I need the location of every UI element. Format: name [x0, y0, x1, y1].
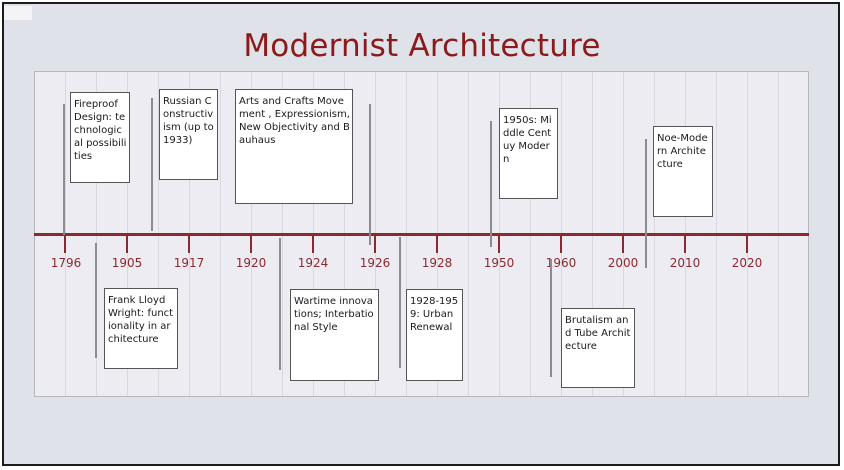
year-label: 2000	[607, 256, 639, 270]
timeline-axis	[34, 233, 809, 236]
event-box-mid-century-modern: 1950s: Middle Centuy Modern	[499, 108, 558, 199]
event-connector	[490, 121, 492, 247]
tick-1917	[188, 236, 190, 253]
event-connector	[399, 237, 401, 368]
tick-1928	[436, 236, 438, 253]
tick-1960	[560, 236, 562, 253]
event-box-fireproof-design: Fireproof Design: technological possibil…	[70, 92, 130, 183]
event-connector	[550, 259, 552, 377]
year-label: 1926	[359, 256, 391, 270]
event-connector	[645, 139, 647, 268]
event-connector	[279, 238, 281, 370]
tick-1905	[126, 236, 128, 253]
event-box-brutalism: Brutalism and Tube Architecture	[561, 308, 635, 388]
year-label: 1928	[421, 256, 453, 270]
year-label: 1950	[483, 256, 515, 270]
tick-1796	[64, 236, 66, 253]
year-label: 1796	[50, 256, 82, 270]
tick-1950	[498, 236, 500, 253]
tick-1924	[312, 236, 314, 253]
event-box-neo-modern: Noe-Modern Architecture	[653, 126, 713, 217]
year-label: 1917	[173, 256, 205, 270]
year-label: 1920	[235, 256, 267, 270]
corner-tab	[4, 6, 32, 20]
event-box-russian-constructivism: Russian Constructivism (up to 1933)	[159, 89, 218, 180]
event-connector	[63, 104, 65, 235]
event-box-wartime-innovations: Wartime innovations; Interbational Style	[290, 289, 379, 381]
year-label: 2010	[669, 256, 701, 270]
year-label: 1960	[545, 256, 577, 270]
year-label: 1905	[111, 256, 143, 270]
page-title: Modernist Architecture	[243, 28, 601, 64]
tick-1926	[374, 236, 376, 253]
event-connector	[151, 98, 153, 231]
event-connector	[95, 243, 97, 358]
event-box-frank-lloyd-wright: Frank Lloyd Wright: functionality in arc…	[104, 288, 178, 369]
tick-1920	[250, 236, 252, 253]
event-box-arts-and-crafts: Arts and Crafts Movement , Expressionism…	[235, 89, 353, 204]
tick-2000	[622, 236, 624, 253]
year-label: 2020	[731, 256, 763, 270]
event-box-urban-renewal: 1928-1959: Urban Renewal	[406, 289, 463, 381]
tick-2020	[746, 236, 748, 253]
event-connector	[369, 104, 371, 245]
tick-2010	[684, 236, 686, 253]
year-label: 1924	[297, 256, 329, 270]
